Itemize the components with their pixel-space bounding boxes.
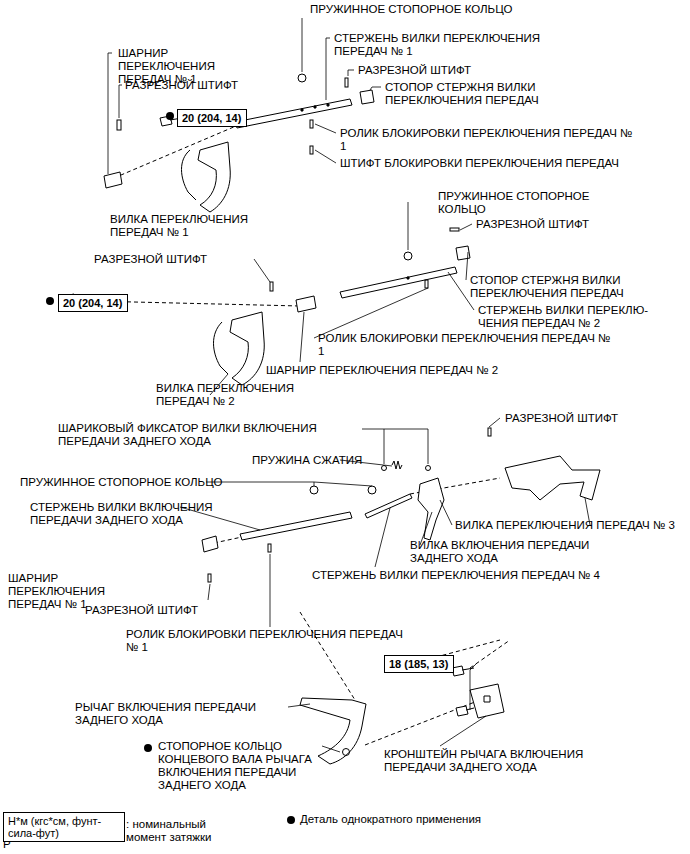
part-name: ВИЛКА ПЕРЕКЛЮЧЕНИЯ ПЕРЕДАЧ № 3 bbox=[455, 519, 675, 532]
torque-box: 20 (204, 14) bbox=[177, 109, 247, 127]
part-name: ВИЛКА ПЕРЕКЛЮЧЕНИЯ ПЕРЕДАЧ № 2 bbox=[156, 382, 316, 408]
part-name: РОЛИК БЛОКИРОВКИ ПЕРЕКЛЮЧЕНИЯ ПЕРЕДАЧ № … bbox=[126, 628, 416, 654]
torque-box: 20 (204, 14) bbox=[58, 294, 128, 312]
part-name: ШАРИКОВЫЙ ФИКСАТОР ВИЛКИ ВКЛЮЧЕНИЯ ПЕРЕД… bbox=[58, 422, 368, 448]
part-name: РОЛИК БЛОКИРОВКИ ПЕРЕКЛЮЧЕНИЯ ПЕРЕДАЧ № … bbox=[340, 127, 640, 153]
part-name: СТОПОРНОЕ КОЛЬЦО КОНЦЕВОГО ВАЛА РЫЧАГА В… bbox=[158, 740, 323, 792]
part-name: РАЗРЕЗНОЙ ШТИФТ bbox=[358, 64, 471, 77]
part-name: РЫЧАГ ВКЛЮЧЕНИЯ ПЕРЕДАЧИ ЗАДНЕГО ХОДА bbox=[75, 701, 290, 727]
part-name: РАЗРЕЗНОЙ ШТИФТ bbox=[85, 604, 198, 617]
part-name: ВИЛКА ВКЛЮЧЕНИЯ ПЕРЕДАЧИ ЗАДНЕГО ХОДА bbox=[410, 539, 610, 565]
torque-value: 20 (204, 14) bbox=[182, 112, 250, 124]
legend-text: Деталь однократного применения bbox=[300, 813, 481, 826]
part-name: ВИЛКА ПЕРЕКЛЮЧЕНИЯ ПЕРЕДАЧ № 1 bbox=[110, 213, 260, 239]
part-name: РОЛИК БЛОКИРОВКИ ПЕРЕКЛЮЧЕНИЯ ПЕРЕДАЧ № … bbox=[318, 332, 613, 358]
part-name: РАЗРЕЗНОЙ ШТИФТ bbox=[505, 412, 618, 425]
part-name: КРОНШТЕЙН РЫЧАГА ВКЛЮЧЕНИЯ ПЕРЕДАЧИ ЗАДН… bbox=[384, 748, 644, 774]
legend-text: : номинальный момент затяжки bbox=[126, 818, 221, 844]
part-name: ПРУЖИННОЕ СТОПОРНОЕ КОЛЬЦО bbox=[310, 3, 512, 16]
part-name: СТЕРЖЕНЬ ВИЛКИ ПЕРЕКЛЮЧЕНИЯ ПЕРЕДАЧ № 1 bbox=[334, 32, 569, 58]
part-name: РАЗРЕЗНОЙ ШТИФТ bbox=[125, 79, 238, 92]
torque-box: 18 (185, 13) bbox=[384, 655, 454, 673]
part-name: СТЕРЖЕНЬ ВИЛКИ ПЕРЕКЛЮ- ЧЕНИЯ ПЕРЕДАЧ № … bbox=[478, 304, 678, 330]
part-name: РАЗРЕЗНОЙ ШТИФТ bbox=[94, 253, 207, 266]
part-name: СТЕРЖЕНЬ ВИЛКИ ВКЛЮЧЕНИЯ ПЕРЕДАЧИ ЗАДНЕГ… bbox=[30, 501, 230, 527]
part-name: ШАРНИР ПЕРЕКЛЮЧЕНИЯ ПЕРЕДАЧ № 2 bbox=[266, 364, 498, 377]
part-name: СТЕРЖЕНЬ ВИЛКИ ПЕРЕКЛЮЧЕНИЯ ПЕРЕДАЧ № 4 bbox=[312, 569, 600, 582]
units-text: Н*м (кгс*см, фунт-сила-фут) bbox=[8, 815, 120, 839]
part-name: ПРУЖИННОЕ СТОПОРНОЕ КОЛЬЦО bbox=[20, 476, 222, 489]
part-name: СТОПОР СТЕРЖНЯ ВИЛКИ ПЕРЕКЛЮЧЕНИЯ ПЕРЕДА… bbox=[470, 274, 670, 300]
part-name: ПРУЖИННОЕ СТОПОРНОЕ КОЛЬЦО bbox=[438, 190, 618, 216]
torque-value: 20 (204, 14) bbox=[63, 297, 131, 309]
part-name: ПРУЖИНА СЖАТИЯ bbox=[252, 454, 362, 467]
part-name: РАЗРЕЗНОЙ ШТИФТ bbox=[476, 218, 589, 231]
units-box: Н*м (кгс*см, фунт-сила-фут) bbox=[3, 812, 125, 842]
torque-value: 18 (185, 13) bbox=[389, 658, 457, 670]
part-name: СТОПОР СТЕРЖНЯ ВИЛКИ ПЕРЕКЛЮЧЕНИЯ ПЕРЕДА… bbox=[385, 81, 585, 107]
part-name: ШТИФТ БЛОКИРОВКИ ПЕРЕКЛЮЧЕНИЯ ПЕРЕДАЧ bbox=[340, 157, 640, 170]
